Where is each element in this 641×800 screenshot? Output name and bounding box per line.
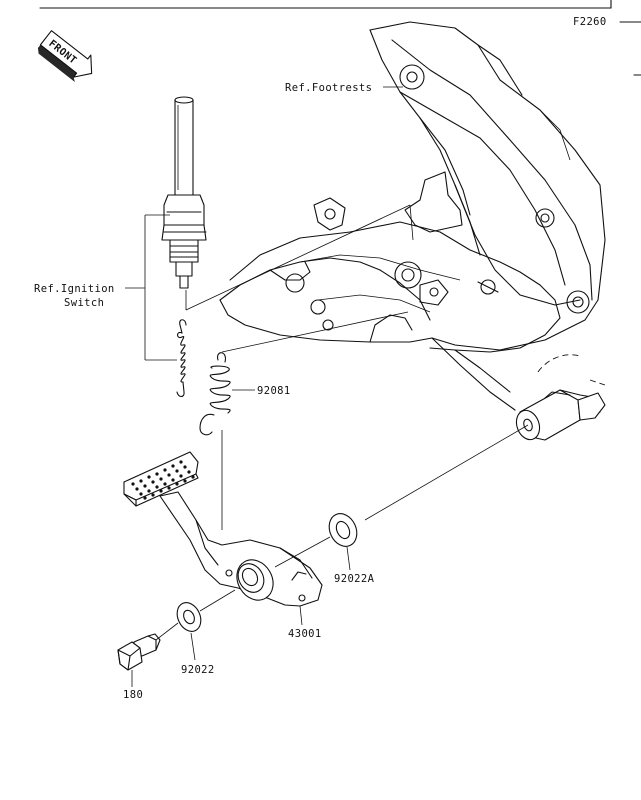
brake-light-switch [161,96,207,289]
pedal-mount-bracket [219,221,561,411]
front-badge: FRONT [37,30,93,82]
ref-footrests-label: Ref.Footrests [285,82,372,94]
frame-bracket [313,21,606,386]
pivot-shaft [515,389,606,441]
brake-pedal-43001 [123,451,323,607]
switch-spring [176,319,187,398]
part-number-washer-lower: 92022 [181,664,215,676]
part-number-bolt: 180 [123,689,143,701]
washer-92022 [176,602,202,632]
pedal-grip-pattern [131,460,195,500]
leader-lines [125,86,529,687]
part-number-spring: 92081 [257,385,291,397]
part-number-washer-upper: 92022A [334,573,375,585]
ref-ignition-label-line1: Ref.Ignition [34,283,115,295]
diagram-code: F2260 [573,16,607,28]
part-number-pedal: 43001 [288,628,322,640]
ref-ignition-label-line2: Switch [64,297,104,309]
return-spring-92081 [199,352,231,436]
part-labels: Ref.Footrests Ref.Ignition Switch 92081 … [34,82,375,701]
washer-92022a [328,513,358,547]
page-frame [39,0,641,76]
bolt-180 [117,633,161,671]
